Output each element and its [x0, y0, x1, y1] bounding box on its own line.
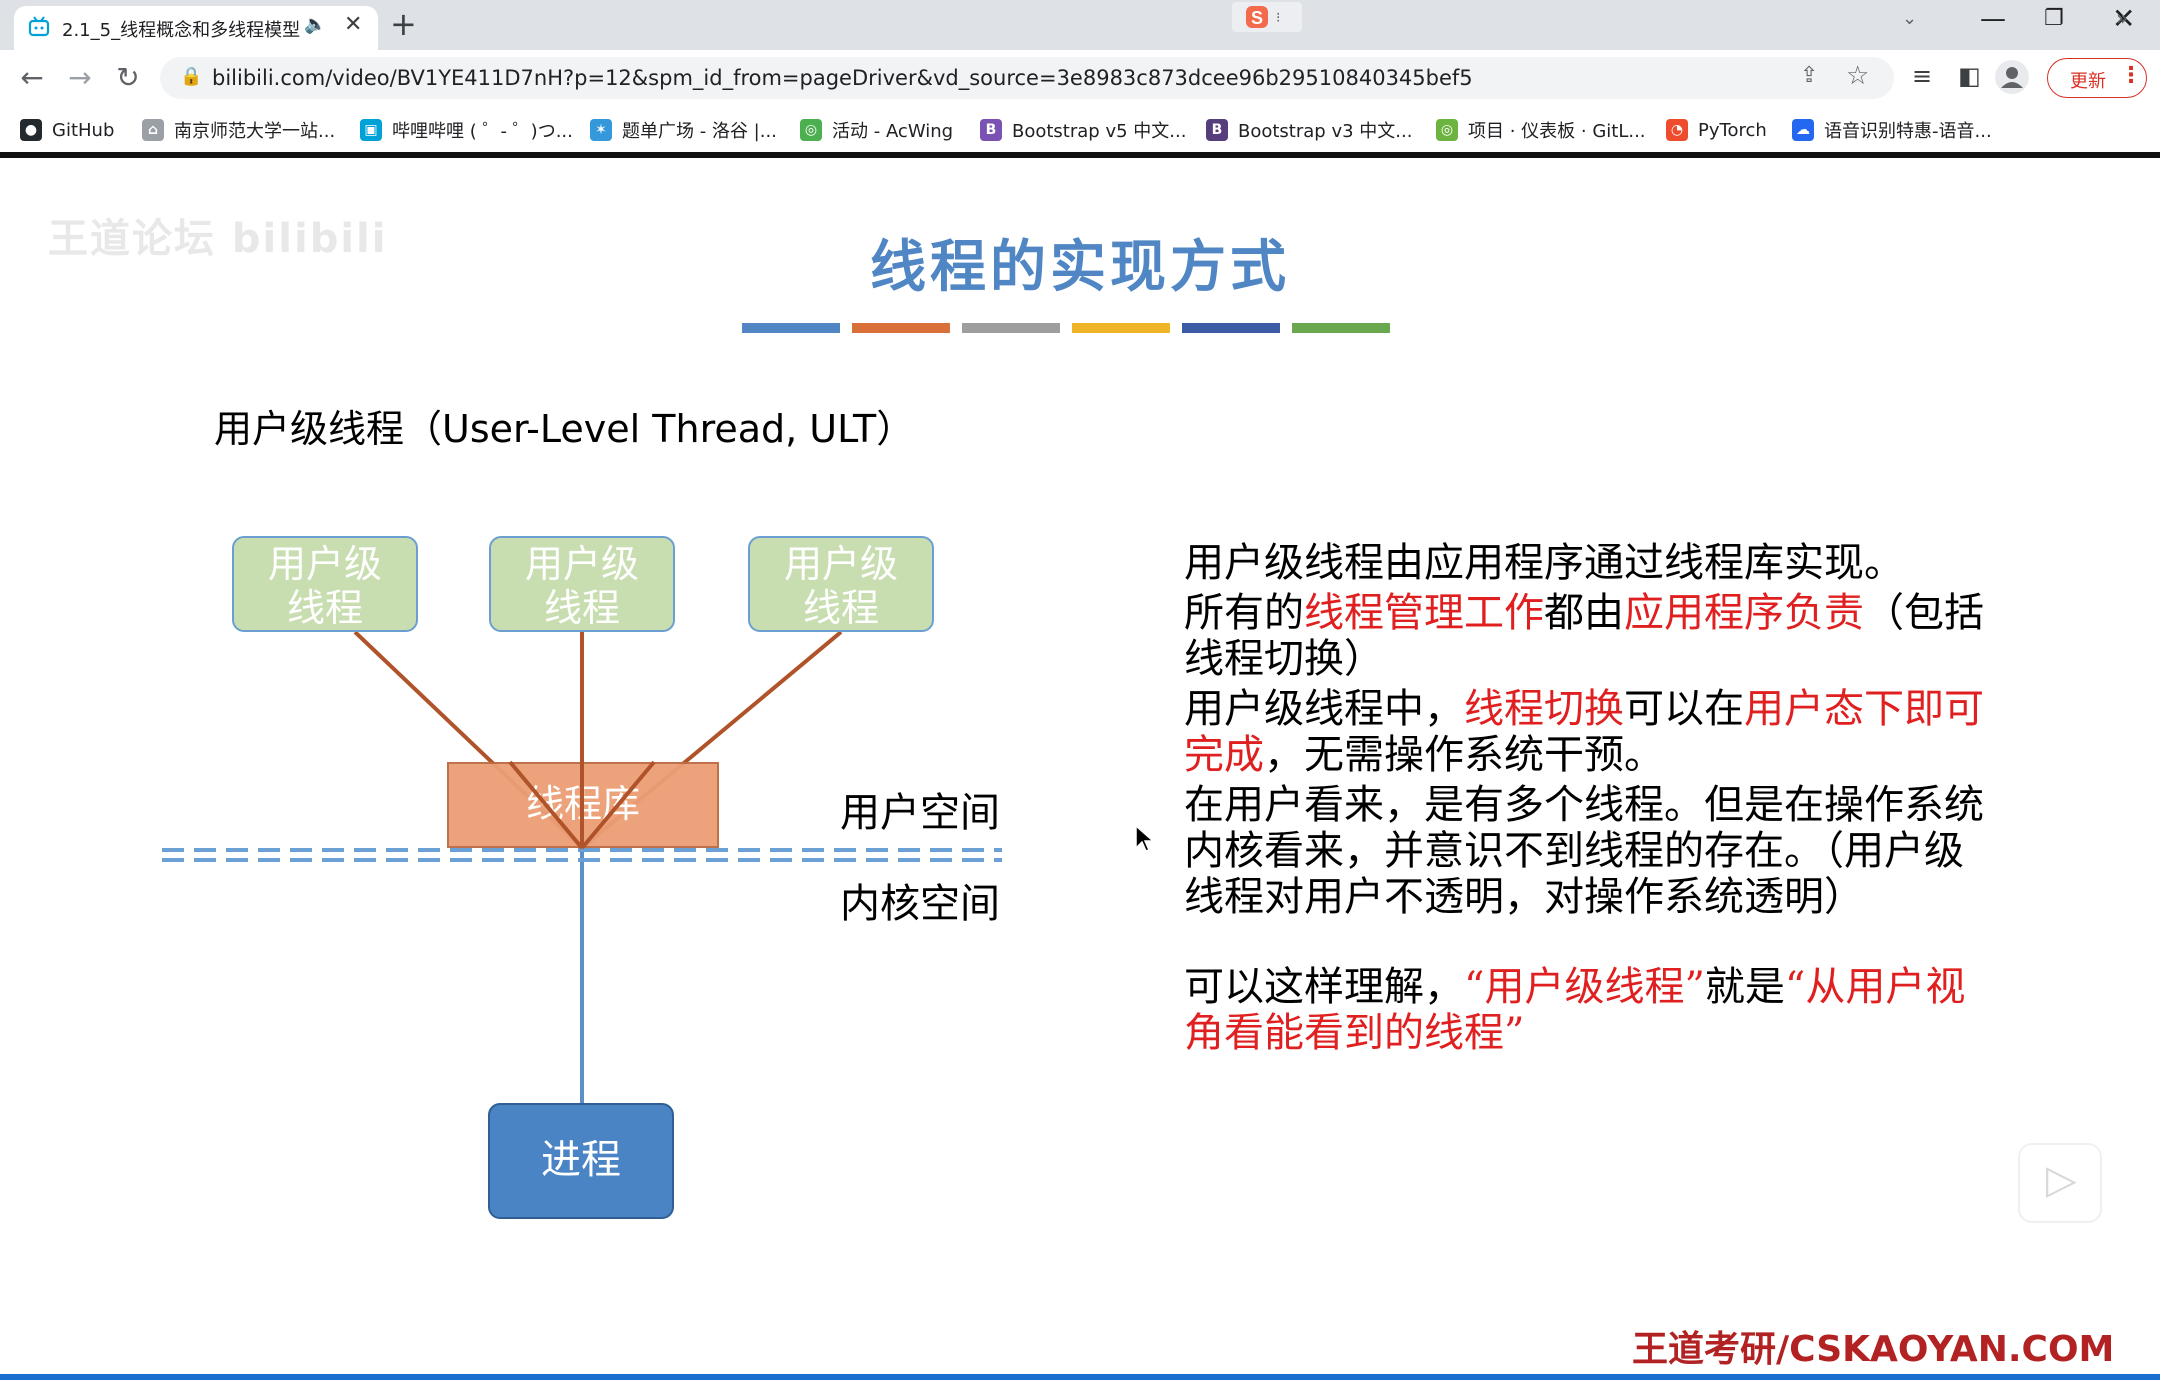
github-icon: ● — [20, 119, 42, 141]
reload-icon[interactable]: ↻ — [116, 61, 140, 94]
title-color-bar — [1182, 323, 1280, 333]
title-color-bar — [1072, 323, 1170, 333]
luogu-icon: ✶ — [590, 119, 612, 141]
bookmark-label: 题单广场 - 洛谷 |... — [622, 121, 777, 142]
viewport-top-edge — [0, 152, 2160, 158]
tab-strip: 2.1_5_线程概念和多线程模型 🔈 ✕ + S⁝ ⌄ — ❐ ✕ — [0, 0, 2160, 50]
bookmark-item[interactable]: ▣ 哔哩哔哩 ( ゜- ゜)つ... — [360, 114, 573, 146]
user-thread-box: 用户级 线程 — [748, 536, 934, 632]
svg-text:⁝: ⁝ — [1276, 9, 1280, 25]
bookmark-label: 项目 · 仪表板 · GitL... — [1468, 121, 1646, 142]
bookmark-label: Bootstrap v3 中文... — [1238, 121, 1413, 142]
thread-box-label: 用户级 — [783, 542, 898, 586]
update-button[interactable]: 更新 ⋮ — [2047, 58, 2147, 98]
bookmark-label: PyTorch — [1698, 119, 1767, 141]
home-icon: ⌂ — [142, 119, 164, 141]
bookmark-label: 哔哩哔哩 ( ゜- ゜)つ... — [392, 121, 573, 142]
bookmark-item[interactable]: ◔ PyTorch — [1666, 114, 1767, 146]
browser-toolbar: ← → ↻ 🔒 bilibili.com/video/BV1YE411D7nH?… — [0, 50, 2160, 108]
title-color-bar — [742, 323, 840, 333]
lock-icon[interactable]: 🔒 — [180, 66, 203, 87]
share-icon[interactable]: ⇪ — [1800, 63, 1819, 88]
speaker-icon[interactable]: 🔈 — [304, 14, 327, 35]
restore-icon[interactable]: ❐ — [2044, 6, 2064, 31]
new-tab-button[interactable]: + — [390, 5, 417, 43]
side-panel-icon[interactable]: ◧ — [1958, 62, 1981, 90]
process-box: 进程 — [488, 1103, 674, 1219]
sougou-ime-icon[interactable]: S⁝ — [1232, 2, 1302, 32]
bookmark-item[interactable]: B Bootstrap v5 中文... — [980, 114, 1186, 146]
bootstrap-icon: B — [1206, 119, 1228, 141]
tab-search-icon[interactable]: ⌄ — [1902, 8, 1918, 29]
bookmark-label: 语音识别特惠-语音... — [1824, 121, 1992, 142]
slide-title: 线程的实现方式 — [870, 235, 1290, 300]
acwing-icon: ◎ — [800, 119, 822, 141]
more-menu-icon[interactable]: ⋮ — [2120, 63, 2142, 88]
explain-p5: 可以这样理解，“用户级线程”就是“从用户视角看能看到的线程” — [1184, 964, 1966, 1056]
bookmark-item[interactable]: ⌂ 南京师范大学一站... — [142, 114, 335, 146]
profile-avatar-icon[interactable] — [1995, 60, 2029, 94]
mouse-cursor-icon — [1135, 824, 1155, 852]
update-label: 更新 — [2070, 71, 2106, 92]
explain-p3: 用户级线程中，线程切换可以在用户态下即可完成，无需操作系统干预。 — [1184, 686, 1984, 778]
cloud-icon: ☁ — [1792, 119, 1814, 141]
back-icon[interactable]: ← — [20, 61, 44, 94]
play-icon[interactable]: ▷ — [2018, 1143, 2102, 1223]
thread-box-label: 用户级 — [524, 542, 639, 586]
bookmark-item[interactable]: ◎ 项目 · 仪表板 · GitL... — [1436, 114, 1646, 146]
bilibili-favicon-icon — [28, 16, 50, 37]
bookmark-label: 活动 - AcWing — [832, 121, 954, 142]
explain-p1: 用户级线程由应用程序通过线程库实现。 — [1184, 540, 1904, 586]
bootstrap-icon: B — [980, 119, 1002, 141]
bookmark-item[interactable]: ● GitHub — [20, 114, 114, 146]
bookmark-star-icon[interactable]: ☆ — [1846, 61, 1870, 91]
tab-title: 2.1_5_线程概念和多线程模型 — [62, 20, 301, 41]
explain-p4: 在用户看来，是有多个线程。但是在操作系统内核看来，并意识不到线程的存在。（用户级… — [1184, 782, 1984, 920]
more-bookmarks-icon[interactable]: » — [2116, 6, 2129, 30]
thread-box-label: 用户级 — [267, 542, 382, 586]
address-bar[interactable]: 🔒 bilibili.com/video/BV1YE411D7nH?p=12&s… — [160, 57, 1894, 99]
url-text[interactable]: bilibili.com/video/BV1YE411D7nH?p=12&spm… — [212, 66, 1473, 90]
user-thread-box: 用户级 线程 — [232, 536, 418, 632]
diagram-lines-overlay — [508, 760, 656, 850]
bookmark-label: 南京师范大学一站... — [174, 121, 336, 142]
kernel-space-label: 内核空间 — [840, 881, 1000, 927]
title-color-bar — [852, 323, 950, 333]
ult-heading: 用户级线程（User-Level Thread, ULT） — [214, 407, 915, 451]
thread-box-label: 线程 — [543, 586, 620, 630]
close-tab-icon[interactable]: ✕ — [344, 12, 363, 37]
bookmarks-bar: ● GitHub ⌂ 南京师范大学一站... ▣ 哔哩哔哩 ( ゜- ゜)つ... ✶ 题单广… — [0, 108, 2160, 152]
bilibili-icon: ▣ — [360, 119, 382, 141]
minimize-icon[interactable]: — — [1980, 4, 2006, 34]
footer-brand: 王道考研/CSKAOYAN.COM — [1632, 1329, 2115, 1370]
title-color-bar — [1292, 323, 1390, 333]
forward-icon[interactable]: → — [68, 61, 92, 94]
user-thread-box: 用户级 线程 — [489, 536, 675, 632]
gitlab-icon: ◎ — [1436, 119, 1458, 141]
explain-p2: 所有的线程管理工作都由应用程序负责（包括线程切换） — [1184, 590, 1984, 682]
bookmark-item[interactable]: B Bootstrap v3 中文... — [1206, 114, 1412, 146]
bookmark-item[interactable]: ✶ 题单广场 - 洛谷 |... — [590, 114, 777, 146]
bookmark-item[interactable]: ☁ 语音识别特惠-语音... — [1792, 114, 1992, 146]
thread-box-label: 线程 — [802, 586, 879, 630]
progress-bar[interactable] — [0, 1374, 2160, 1380]
video-slide[interactable]: 王道论坛 bilibili 线程的实现方式 用户级线程（User-Level T… — [0, 158, 2160, 1374]
media-control-icon[interactable]: ≡ — [1912, 62, 1933, 90]
browser-tab[interactable]: 2.1_5_线程概念和多线程模型 🔈 ✕ — [14, 6, 378, 50]
watermark: 王道论坛 bilibili — [48, 216, 388, 262]
pytorch-icon: ◔ — [1666, 119, 1688, 141]
bookmark-label: GitHub — [52, 119, 115, 141]
explanation-text: 用户级线程由应用程序通过线程库实现。 所有的线程管理工作都由应用程序负责（包括线… — [1184, 540, 1984, 1060]
bookmark-item[interactable]: ◎ 活动 - AcWing — [800, 114, 953, 146]
svg-text:S: S — [1251, 8, 1263, 28]
thread-box-label: 线程 — [286, 586, 363, 630]
window-close-icon[interactable]: ✕ — [2112, 2, 2136, 35]
user-space-label: 用户空间 — [840, 790, 1000, 836]
title-color-bar — [962, 323, 1060, 333]
bookmark-label: Bootstrap v5 中文... — [1012, 121, 1187, 142]
